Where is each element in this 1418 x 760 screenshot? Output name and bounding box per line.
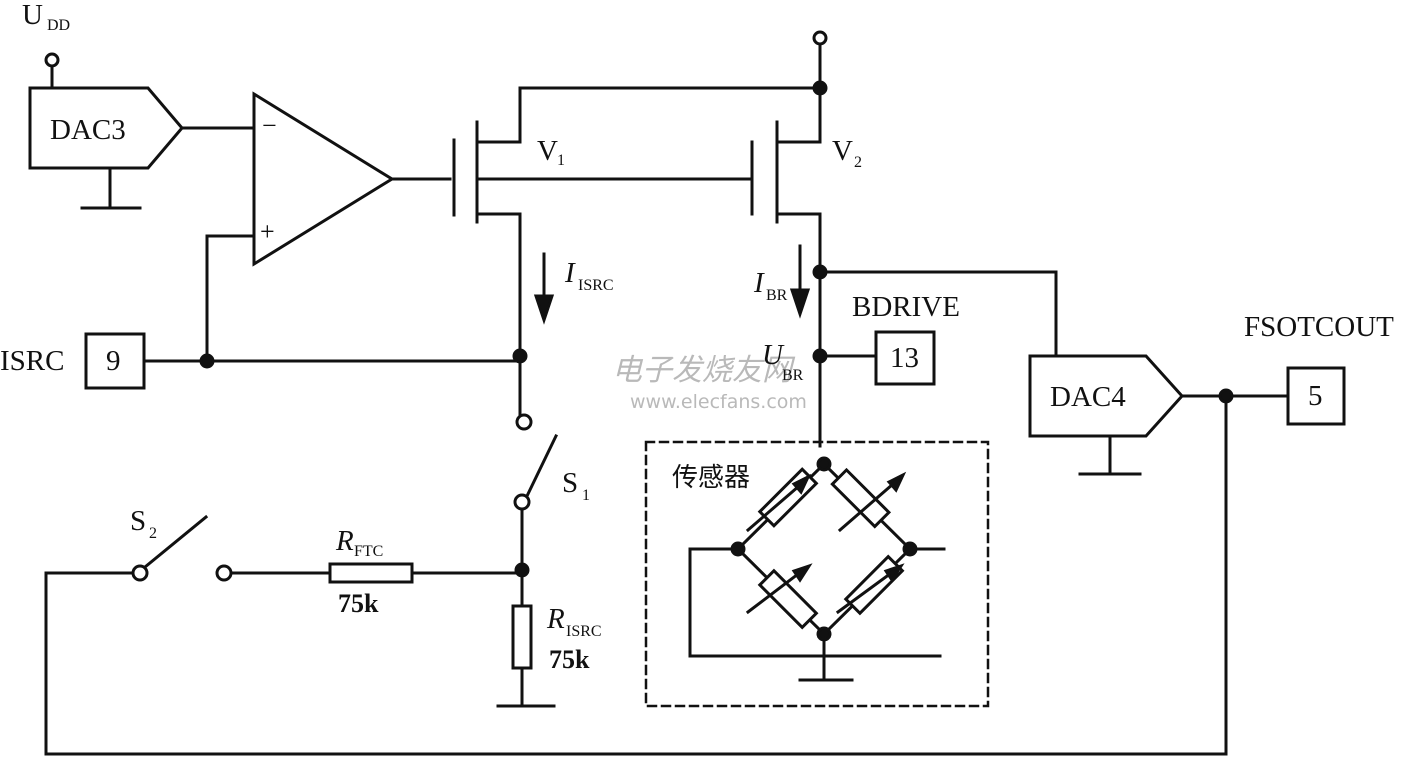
opamp-plus: + <box>260 217 275 246</box>
pin-13: 13 <box>874 330 936 386</box>
node-dac4-out <box>1218 388 1234 404</box>
rftc-subscript: FTC <box>354 543 383 560</box>
rftc-label: R <box>335 525 354 557</box>
isrc-pin-label: ISRC <box>0 345 64 377</box>
v2-subscript: 2 <box>854 154 862 171</box>
resistor-risrc: R ISRC 75k <box>511 603 602 674</box>
node-feedback <box>199 353 215 369</box>
ibr-label: I <box>753 267 765 299</box>
transistor-v2: V 2 <box>750 42 862 448</box>
s2-label: S <box>130 505 146 537</box>
v2-label: V <box>832 135 853 167</box>
wire-feedback-loop <box>44 394 1228 756</box>
fsotcout-label: FSOTCOUT <box>1244 311 1394 343</box>
switch-s2: S 2 <box>130 505 233 582</box>
udd-subscript: DD <box>47 17 70 34</box>
risrc-label: R <box>546 603 565 635</box>
s1-label: S <box>562 467 578 499</box>
node-supply <box>812 80 828 96</box>
ibr-subscript: BR <box>766 287 788 304</box>
isrc-current-label: I <box>564 257 576 289</box>
wire-feedback <box>205 234 256 363</box>
transistor-v1: V 1 <box>452 86 822 363</box>
pin-5: 5 <box>1286 366 1346 426</box>
dac4-block: DAC4 <box>1028 354 1185 476</box>
supply-terminal <box>812 30 828 46</box>
opamp-minus: − <box>262 111 277 140</box>
pin-5-label: 5 <box>1308 380 1323 412</box>
v1-label: V <box>537 135 558 167</box>
dac3-block: DAC3 <box>28 86 184 210</box>
ibr-current-arrow: I BR <box>753 244 811 319</box>
sensor-label: 传感器 <box>672 463 750 493</box>
s2-subscript: 2 <box>149 525 157 542</box>
switch-s1: S 1 <box>513 413 590 511</box>
udd-supply: U DD <box>22 0 70 90</box>
sensor-box <box>644 440 990 708</box>
risrc-value: 75k <box>549 645 590 674</box>
wire-to-dac4 <box>818 270 1058 358</box>
dac4-label: DAC4 <box>1050 381 1126 413</box>
bdrive-label: BDRIVE <box>852 291 960 323</box>
risrc-subscript: ISRC <box>566 623 602 640</box>
ubr-label: U <box>762 339 785 371</box>
resistor-rftc: R FTC 75k <box>328 525 414 618</box>
isrc-current-arrow: I ISRC <box>533 252 614 325</box>
s1-subscript: 1 <box>582 487 590 504</box>
pin-13-label: 13 <box>890 342 919 374</box>
ubr-subscript: BR <box>782 367 804 384</box>
rftc-value: 75k <box>338 589 379 618</box>
v1-subscript: 1 <box>557 152 565 169</box>
bridge <box>688 456 946 682</box>
udd-label: U <box>22 0 43 31</box>
isrc-current-subscript: ISRC <box>578 277 614 294</box>
dac3-label: DAC3 <box>50 114 126 146</box>
pin-9: 9 <box>84 332 146 390</box>
watermark-url: www.elecfans.com <box>630 391 807 413</box>
pin-9-label: 9 <box>106 345 121 377</box>
watermark-cn: 电子发烧友网 <box>612 353 796 388</box>
opamp: − + <box>252 91 395 267</box>
